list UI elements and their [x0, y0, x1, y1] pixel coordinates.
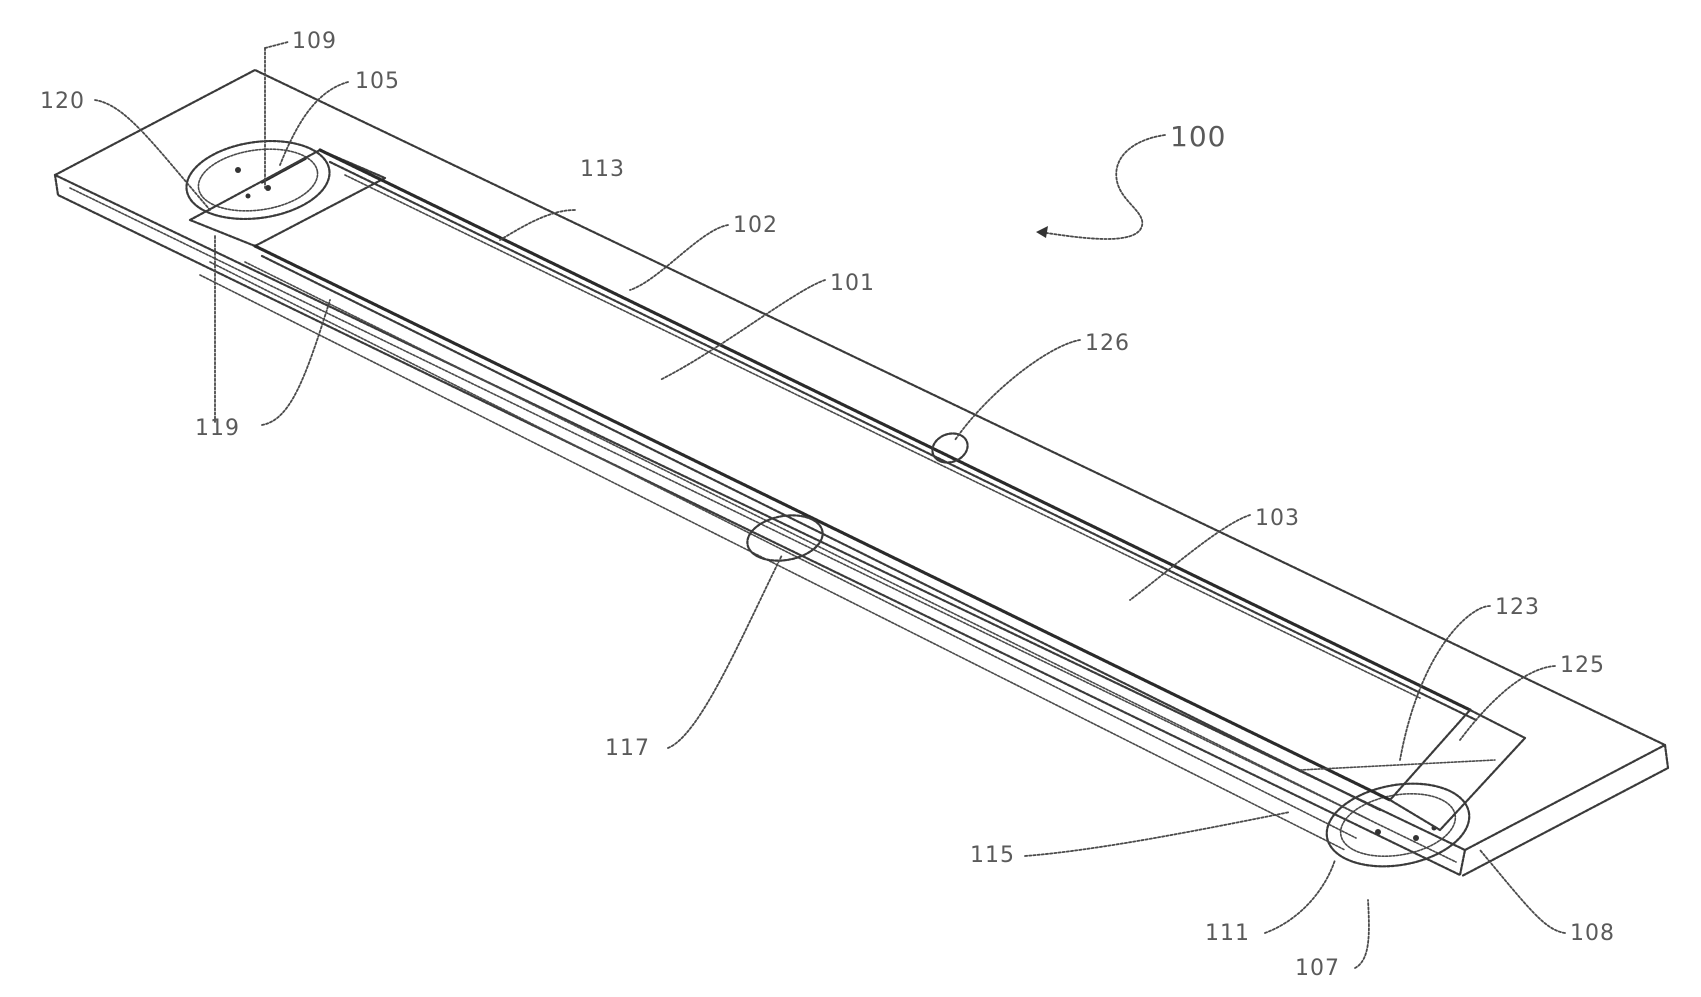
label-123: 123: [1495, 595, 1540, 620]
label-105: 105: [355, 69, 400, 94]
label-108: 108: [1570, 921, 1615, 946]
label-109: 109: [292, 29, 337, 54]
right-well: [1320, 773, 1476, 877]
label-101: 101: [830, 271, 875, 296]
left-well: [181, 132, 334, 227]
label-107: 107: [1295, 956, 1340, 981]
reference-numerals: 100 109 105 120 113 102 101 126 103 119 …: [0, 0, 1615, 981]
label-125: 125: [1560, 653, 1605, 678]
label-102: 102: [733, 213, 778, 238]
label-119: 119: [195, 416, 240, 441]
label-103: 103: [1255, 506, 1300, 531]
label-115: 115: [970, 843, 1015, 868]
label-120: 120: [40, 89, 85, 114]
substrate-plate: [55, 70, 1668, 876]
label-100: 100: [1170, 120, 1226, 153]
channel-strip: [190, 150, 1525, 850]
label-111: 111: [1205, 921, 1250, 946]
label-113: 113: [580, 157, 625, 182]
label-117: 117: [605, 736, 650, 761]
label-126: 126: [1085, 331, 1130, 356]
